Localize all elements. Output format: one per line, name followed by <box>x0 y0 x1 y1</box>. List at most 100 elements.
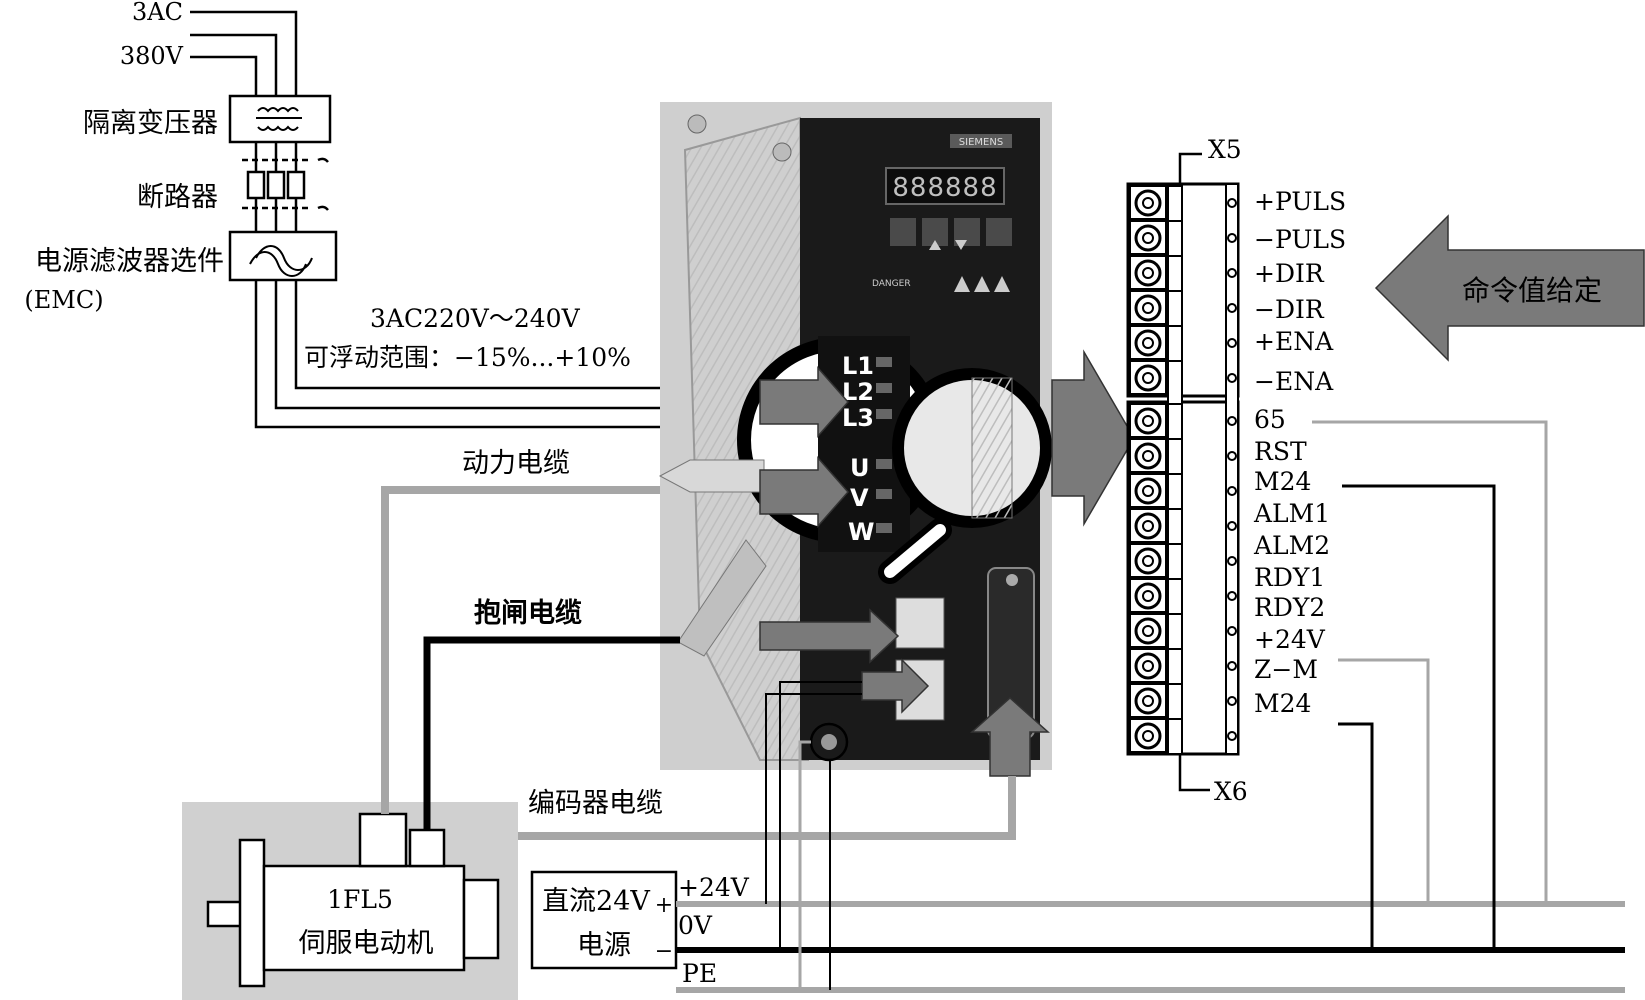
terminal-screw <box>1134 224 1162 252</box>
x5-label: X5 <box>1208 135 1242 164</box>
x6-label: X6 <box>1214 777 1248 806</box>
supply-voltage-label: 380V <box>120 42 184 70</box>
encoder-cable <box>518 776 1016 840</box>
breaker-label: 断路器 <box>137 182 218 213</box>
supply-chain: 3AC 380V 隔离变压器 断路器 电源滤波器选件 (EMC) <box>24 0 760 429</box>
terminal-screw-hole <box>1142 415 1154 427</box>
supply-range-line1: 3AC220V～240V <box>370 304 581 333</box>
terminal-screw-hole <box>1142 590 1154 602</box>
drive-display <box>885 167 1005 205</box>
terminal-pin <box>1227 268 1237 278</box>
terminal-screws <box>876 357 892 533</box>
terminal-pin <box>1227 451 1237 461</box>
x5-pin: −PULS <box>1254 225 1346 254</box>
supply-phase-label: 3AC <box>132 0 183 26</box>
terminal-pin <box>1227 486 1237 496</box>
x6-pin: RST <box>1254 437 1307 466</box>
terminal-screw <box>1134 687 1162 715</box>
x6-pin: M24 <box>1254 689 1311 718</box>
transformer-box <box>228 94 332 144</box>
terminal-pin <box>1227 338 1237 348</box>
terminal-screw-hole <box>1142 197 1154 209</box>
terminal-screw-hole <box>1142 232 1154 244</box>
encoder-arrow <box>970 696 1050 777</box>
cable-grip <box>677 539 767 657</box>
terminal-pin <box>1227 696 1237 706</box>
drive-display-value: 888888 <box>892 173 997 203</box>
bus-24v-label: +24V <box>678 873 750 902</box>
motor-cables: 动力电缆 抱闸电缆 编码器电缆 <box>381 448 1016 840</box>
wire-65 <box>1312 420 1548 904</box>
terminal-screw <box>1134 407 1162 435</box>
terminal-pin <box>1227 521 1237 531</box>
dc-supply-plus: + <box>655 893 673 918</box>
wire-m24-2 <box>1338 722 1374 950</box>
command-arrow: 命令值给定 <box>1374 214 1645 362</box>
transformer-label: 隔离变压器 <box>83 108 218 139</box>
filter-icon <box>249 245 313 277</box>
terminal-pin <box>1227 591 1237 601</box>
drive-brand: SIEMENS <box>959 137 1003 148</box>
terminal-screw-hole <box>1142 730 1154 742</box>
terminal-screw-hole <box>1142 660 1154 672</box>
terminal-screw <box>1134 512 1162 540</box>
terminal-screw-hole <box>1142 625 1154 637</box>
terminal-screw <box>1134 259 1162 287</box>
supply-arrow <box>861 658 930 714</box>
terminal-w: W <box>848 518 874 546</box>
brake-connector <box>895 597 945 649</box>
terminal-pin <box>1227 556 1237 566</box>
x6-pin-labels: 65 RST M24 ALM1 ALM2 RDY1 RDY2 +24V Z−M … <box>1253 405 1330 718</box>
terminal-screw <box>1134 477 1162 505</box>
terminal-pin <box>1227 303 1237 313</box>
terminal-pin <box>1227 626 1237 636</box>
terminal-screw <box>1134 189 1162 217</box>
terminal-screw-hole <box>1142 337 1154 349</box>
x6-pin: RDY2 <box>1254 593 1325 622</box>
encoder-cable-label: 编码器电缆 <box>528 788 663 819</box>
brake-cable <box>423 636 680 830</box>
dc-supply-box <box>530 870 678 970</box>
breaker-icon <box>242 142 329 232</box>
terminal-screw <box>1134 547 1162 575</box>
mounting-screw <box>687 114 707 134</box>
x5-pin: −DIR <box>1254 295 1325 324</box>
x6-pin: M24 <box>1254 467 1311 496</box>
terminal-v: V <box>850 484 869 512</box>
terminal-screw-hole <box>1142 267 1154 279</box>
wire-m24 <box>1342 484 1496 950</box>
brake-cable-label: 抱闸电缆 <box>474 597 582 629</box>
terminal-screw <box>1134 582 1162 610</box>
terminal-screw <box>1134 722 1162 750</box>
dc-supply: 直流24V 电源 + − +24V 0V PE <box>530 681 1625 993</box>
terminal-pin <box>1227 731 1237 741</box>
power-cable <box>381 486 660 814</box>
x6-pin: ALM1 <box>1253 499 1330 528</box>
motor-end-cap <box>462 878 500 960</box>
x6-pin: Z−M <box>1254 655 1318 684</box>
supply-range-line2: 可浮动范围：−15%...+10% <box>304 343 631 372</box>
control-arrow <box>1051 349 1135 527</box>
x5-pin: −ENA <box>1254 367 1334 396</box>
motor-arrow <box>759 456 850 528</box>
x5-pin-labels: +PULS −PULS +DIR −DIR +ENA −ENA <box>1254 187 1346 396</box>
filter-sublabel: (EMC) <box>24 286 103 314</box>
terminal-u: U <box>850 454 870 482</box>
terminal-screw <box>1134 617 1162 645</box>
transformer-icon <box>257 107 299 131</box>
dc-supply-minus: − <box>655 939 673 964</box>
x6-pin: ALM2 <box>1253 531 1330 560</box>
terminal-screw <box>1134 652 1162 680</box>
terminal-screw <box>1134 442 1162 470</box>
drive-arrows <box>759 349 1135 777</box>
terminal-strip <box>1126 182 1240 756</box>
terminal-l3: L3 <box>842 404 874 432</box>
terminal-screw <box>1134 364 1162 392</box>
terminal-screw-hole <box>1142 555 1154 567</box>
terminal-screw-hole <box>1142 520 1154 532</box>
terminal-pin <box>1227 198 1237 208</box>
terminal-screw <box>1134 294 1162 322</box>
x5-pin: +PULS <box>1254 187 1346 216</box>
power-cable-label: 动力电缆 <box>462 448 570 479</box>
